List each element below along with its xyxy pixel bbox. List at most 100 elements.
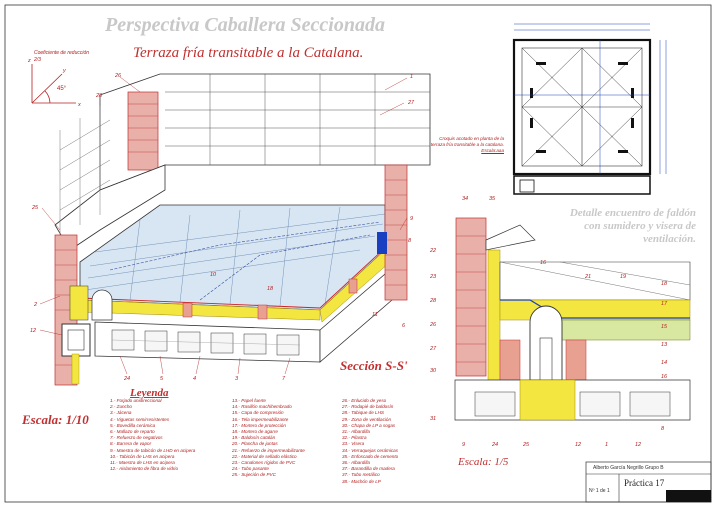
svg-text:18: 18 bbox=[267, 286, 274, 292]
svg-text:11: 11 bbox=[372, 312, 378, 318]
legend-item: 3.- Jácena bbox=[110, 410, 132, 416]
author-name: Alberto García Negrillo Grupo B bbox=[593, 465, 664, 471]
legend-item: 20.- Plancha de juntas bbox=[232, 441, 278, 447]
detail-view bbox=[454, 217, 691, 421]
svg-text:25: 25 bbox=[522, 442, 530, 448]
svg-text:5: 5 bbox=[160, 376, 164, 382]
legend-item: 30.- Chapa de LP a sogas bbox=[342, 422, 396, 428]
legend-item: 13.- Papel fuerte bbox=[232, 398, 266, 403]
legend-item: 11.- Maestra de LHS en acipera bbox=[110, 460, 175, 466]
svg-text:6: 6 bbox=[402, 323, 406, 329]
svg-text:8: 8 bbox=[408, 238, 412, 244]
svg-text:13: 13 bbox=[661, 342, 668, 348]
legend-item: 32.- Pilastra bbox=[342, 435, 367, 441]
svg-text:12: 12 bbox=[575, 442, 581, 448]
legend-item: 23.- Canalones rígidos de PVC bbox=[232, 460, 296, 466]
legend-item: 26.- Enlucido de yeso bbox=[342, 398, 387, 403]
axis-z-label: z bbox=[27, 58, 31, 64]
axis-x-label: x bbox=[77, 102, 81, 108]
legend-item: 17.- Mortero de protección bbox=[232, 422, 286, 428]
svg-text:26: 26 bbox=[114, 73, 122, 79]
legend-item: 1.- Forjado unidireccional bbox=[110, 398, 162, 403]
legend-item: 14.- Rasillón machihembrado bbox=[232, 404, 292, 410]
legend-item: 28.- Tabique de LHS bbox=[342, 410, 384, 416]
svg-text:3: 3 bbox=[235, 376, 239, 382]
svg-text:27: 27 bbox=[429, 346, 437, 352]
svg-text:10: 10 bbox=[210, 272, 217, 278]
legend-item: 16.- Tela impermeabilizante bbox=[232, 416, 289, 422]
svg-text:12: 12 bbox=[635, 442, 641, 448]
svg-text:21: 21 bbox=[584, 274, 591, 280]
legend-item: 24.- Tubo pasante bbox=[232, 466, 269, 472]
reduction-coefficient-label: Coeficiente de reducción 2/3 bbox=[34, 50, 90, 63]
legend-item: 33.- Visera bbox=[342, 441, 365, 447]
drawing-subtitle: Terraza fría transitable a la Catalana. bbox=[133, 45, 364, 61]
plan-caption: Croquis acotado en planta de la terraza … bbox=[424, 136, 504, 154]
svg-text:31: 31 bbox=[430, 416, 436, 422]
legend-item: 6.- Mallazo de reparto bbox=[110, 429, 155, 435]
svg-text:34: 34 bbox=[462, 196, 468, 202]
svg-text:30: 30 bbox=[430, 368, 437, 374]
svg-text:35: 35 bbox=[489, 196, 496, 202]
svg-text:24: 24 bbox=[123, 376, 130, 382]
legend-item: 31.- Albardilla bbox=[342, 429, 370, 435]
legend-item: 25.- Sujeción de PVC bbox=[232, 472, 276, 478]
plan-caption-scale: Escala:aaa bbox=[481, 148, 504, 153]
svg-text:16: 16 bbox=[661, 374, 668, 380]
legend-item: 21.- Refuerzo de impermeabilizante bbox=[232, 447, 305, 453]
svg-text:19: 19 bbox=[620, 274, 626, 280]
legend-item: 5.- Bovedilla cerámica bbox=[110, 422, 156, 428]
legend-item: 37.- Tubo metálico bbox=[342, 472, 380, 478]
svg-text:17: 17 bbox=[661, 301, 668, 307]
svg-text:22: 22 bbox=[429, 248, 436, 254]
legend-item: 15.- Capa de compresión bbox=[232, 410, 284, 416]
svg-text:28: 28 bbox=[95, 93, 103, 99]
svg-text:9: 9 bbox=[462, 442, 465, 448]
legend-item: 12.- Aislamiento de fibra de vidrio bbox=[110, 466, 179, 472]
section-label: Sección S-S' bbox=[340, 358, 408, 373]
legend-item: 38.- Machón de LP bbox=[342, 478, 381, 484]
svg-text:12: 12 bbox=[30, 328, 36, 334]
main-scale-label: Escala: 1/10 bbox=[22, 412, 89, 427]
svg-text:16: 16 bbox=[540, 260, 547, 266]
svg-text:25: 25 bbox=[31, 205, 39, 211]
legend-item: 7.- Refuerzo de negativos bbox=[110, 435, 163, 441]
legend-item: 10.- Tabicón de LHS en acipera bbox=[110, 453, 175, 459]
axis-y-label: y bbox=[62, 68, 67, 74]
practice-number: Práctica 17 bbox=[624, 478, 665, 488]
svg-text:1: 1 bbox=[410, 74, 413, 80]
sheet-border bbox=[4, 4, 712, 503]
legend-title: Leyenda bbox=[130, 387, 169, 399]
svg-text:1: 1 bbox=[605, 442, 608, 448]
legend-item: 8.- Barrera de vapor bbox=[110, 441, 152, 447]
detail-scale-label: Escala: 1/5 bbox=[458, 456, 509, 468]
legend-item: 27.- Rodapié de baldosín bbox=[342, 404, 394, 410]
angle-label: 45° bbox=[57, 86, 67, 92]
main-callouts: 26 28 1 27 25 2 12 9 8 6 11 10 18 24 5 4… bbox=[30, 73, 415, 382]
drawing-title: Perspectiva Caballera Seccionada bbox=[105, 14, 385, 36]
legend-item: 37.- Barandilla de madera bbox=[342, 466, 395, 472]
detail-callouts: 34 35 22 23 28 26 27 30 31 16 21 19 18 1… bbox=[429, 196, 668, 448]
legend-item: 2.- Zuncho bbox=[110, 404, 132, 410]
legend-item: 29.- Zona de ventilación bbox=[342, 416, 392, 422]
title-block bbox=[585, 461, 712, 503]
title-block-logo bbox=[666, 490, 711, 502]
legend-item: 34.- Verraquejas cerámicas bbox=[342, 447, 398, 453]
svg-text:4: 4 bbox=[193, 376, 196, 382]
svg-text:14: 14 bbox=[661, 360, 667, 366]
svg-text:2: 2 bbox=[33, 302, 37, 308]
page-number: Nº 1 de 1 bbox=[589, 488, 610, 494]
legend-item: 35.- Enfoscado de cemento bbox=[342, 453, 399, 459]
svg-text:27: 27 bbox=[407, 100, 415, 106]
legend-item: 18.- Mortero de agarre bbox=[232, 429, 278, 435]
svg-text:28: 28 bbox=[429, 298, 437, 304]
svg-text:8: 8 bbox=[661, 426, 665, 432]
detail-title: Detalle encuentro de faldón con sumidero… bbox=[569, 207, 696, 245]
svg-text:9: 9 bbox=[410, 216, 413, 222]
legend-item: 9.- Maestra de tabicón de LHD en acipera bbox=[110, 447, 196, 453]
svg-text:26: 26 bbox=[429, 322, 437, 328]
